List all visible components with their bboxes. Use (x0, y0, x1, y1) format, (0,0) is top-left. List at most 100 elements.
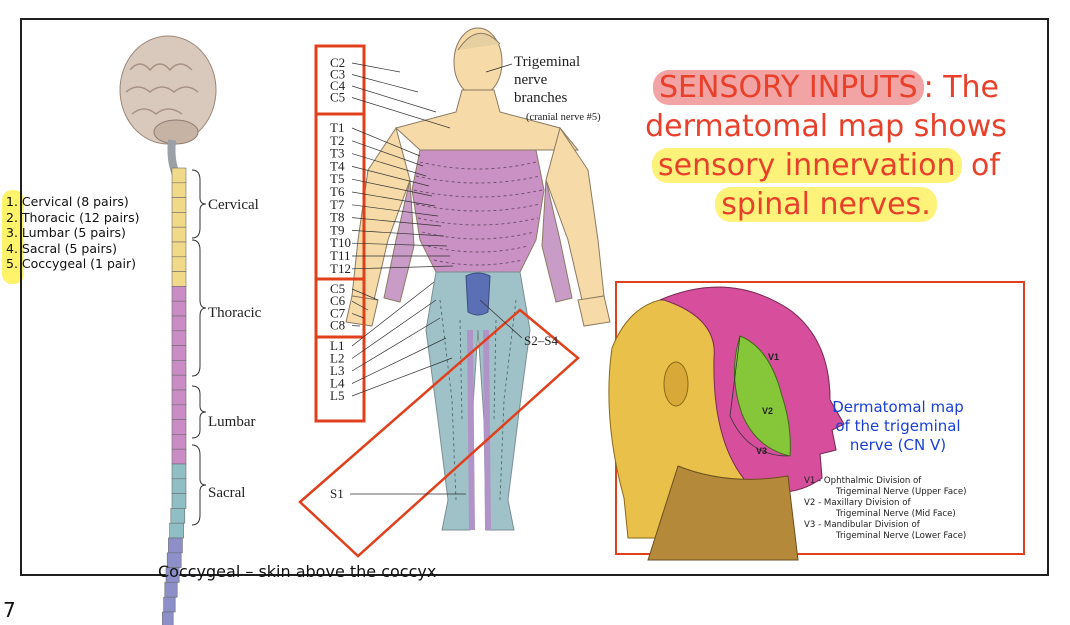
leader-line (351, 265, 454, 270)
coccygeal-caption: Coccygeal – skin above the coccyx (158, 562, 437, 581)
dermatome-label: T7 (330, 197, 345, 212)
vertebra-segment (168, 537, 183, 554)
region-label-thoracic: Thoracic (208, 305, 262, 321)
trigeminal-line4: (cranial nerve #5) (526, 112, 601, 123)
dermatome-label: T11 (330, 248, 350, 263)
vertebra-segment (171, 241, 187, 258)
slide-headline: SENSORY INPUTS: The dermatomal map shows… (616, 68, 1036, 224)
dermatome-label: L5 (330, 388, 344, 403)
dermatome-label: T12 (330, 261, 351, 276)
vertebra-segment (171, 419, 187, 435)
vertebra-segment (171, 197, 187, 213)
vertebral-column (162, 167, 187, 625)
dermatome-label: T4 (330, 158, 345, 173)
vertebra-segment (171, 360, 187, 376)
trigeminal-legend: V1 - Ophthalmic Division of Trigeminal N… (804, 476, 966, 542)
legend-item: V2 - Maxillary Division of (804, 498, 911, 508)
vertebra-segment (171, 212, 187, 228)
leader-line (351, 337, 447, 384)
dermatome-label: T2 (330, 133, 344, 148)
dermatome-label-s1: S1 (330, 486, 344, 501)
leader-line-trigeminal (485, 63, 513, 73)
vertebra-segment (164, 582, 178, 598)
headline-text: of (961, 148, 1000, 183)
vertebra-segment (171, 226, 187, 243)
vertebra-segment (171, 345, 187, 361)
region-label-sacral: Sacral (208, 485, 245, 501)
dermatome-label: T10 (330, 235, 351, 250)
leader-line (351, 281, 435, 347)
list-item: 3. Lumbar (5 pairs) (6, 225, 126, 240)
legend-item-detail: Trigeminal Nerve (Lower Face) (836, 531, 967, 541)
leader-line (351, 204, 439, 217)
vertebra-segment (171, 315, 187, 332)
dermatome-label: C8 (330, 318, 345, 333)
trigeminal-line1: Trigeminal (514, 54, 580, 70)
head-illustration (608, 286, 845, 561)
leader-line (351, 153, 427, 177)
caption-line: Dermatomal map (832, 398, 964, 416)
trigeminal-line3: branches (514, 90, 567, 106)
spine-region-brackets (191, 169, 207, 526)
dermatome-label: T8 (330, 210, 344, 225)
vertebra-segment (171, 286, 187, 302)
vertebra-segment (171, 256, 187, 272)
dermatome-label: C5 (330, 281, 345, 296)
leader-line (351, 85, 437, 113)
leader-line (351, 166, 430, 187)
leader-line (351, 178, 433, 197)
vertebra-segment (171, 404, 187, 420)
list-item: 1. Cervical (8 pairs) (6, 194, 129, 209)
region-label-cervical: Cervical (208, 197, 259, 213)
legend-item: V3 - Mandibular Division of (804, 520, 920, 530)
headline-highlight: spinal nerves. (715, 187, 937, 222)
leader-line (351, 317, 441, 372)
leader-line (351, 217, 442, 227)
leader-line-s2-s4 (479, 299, 523, 339)
vertebra-segment (171, 434, 187, 450)
trigeminal-caption: Dermatomal map of the trigeminal nerve (… (808, 398, 988, 455)
dermatome-label: T1 (330, 120, 344, 135)
slide-frame (20, 18, 1049, 576)
vertebra-segment (170, 508, 186, 524)
dermatome-label: C5 (330, 90, 345, 105)
vertebra-segment (171, 463, 187, 480)
legend-item-detail: Trigeminal Nerve (Upper Face) (836, 487, 967, 497)
vertebra-segment (171, 330, 187, 346)
dermatome-label: C7 (330, 305, 346, 320)
dermatome-label: C3 (330, 67, 345, 82)
dermatome-labels: C2C3C4C5T1T2T3T4T5T6T7T8T9T10T11T12C5C6C… (330, 55, 454, 403)
brain-spinal-cord (119, 35, 217, 182)
dermatome-label: T3 (330, 146, 344, 161)
vertebra-segment (163, 596, 176, 613)
nerve-pairs-list: 1. Cervical (8 pairs) 2. Thoracic (12 pa… (2, 190, 139, 284)
dermatome-label: L4 (330, 376, 345, 391)
dermatome-label: C2 (330, 55, 345, 70)
vertebra-segment (171, 300, 187, 317)
leader-line (351, 288, 379, 301)
vertebra-segment (171, 478, 187, 494)
leader-line (351, 300, 369, 311)
headline-highlight: sensory innervation (652, 148, 962, 183)
dermatome-label: C4 (330, 78, 346, 93)
vertebra-segment (171, 167, 187, 184)
leader-line (351, 242, 448, 247)
leader-line (351, 140, 424, 167)
vertebra-segment (171, 374, 187, 391)
vertebra-segment (171, 182, 187, 198)
dermatome-label: T9 (330, 222, 344, 237)
face-label-v3: V3 (756, 446, 767, 456)
headline-text: dermatomal map shows (645, 109, 1007, 144)
dermatome-label: L1 (330, 338, 344, 353)
trigeminal-line2: nerve (514, 72, 548, 88)
dermatome-label: T5 (330, 171, 344, 186)
legend-item-detail: Trigeminal Nerve (Mid Face) (836, 509, 956, 519)
headline-keyword: SENSORY INPUTS (652, 70, 924, 105)
dermatome-label: C6 (330, 293, 346, 308)
dermatome-label: L2 (330, 351, 344, 366)
page-number: 7 (3, 598, 16, 622)
list-item: 5. Coccygeal (1 pair) (6, 256, 137, 271)
vertebra-segment (171, 389, 187, 406)
caption-line: nerve (CN V) (849, 436, 947, 454)
